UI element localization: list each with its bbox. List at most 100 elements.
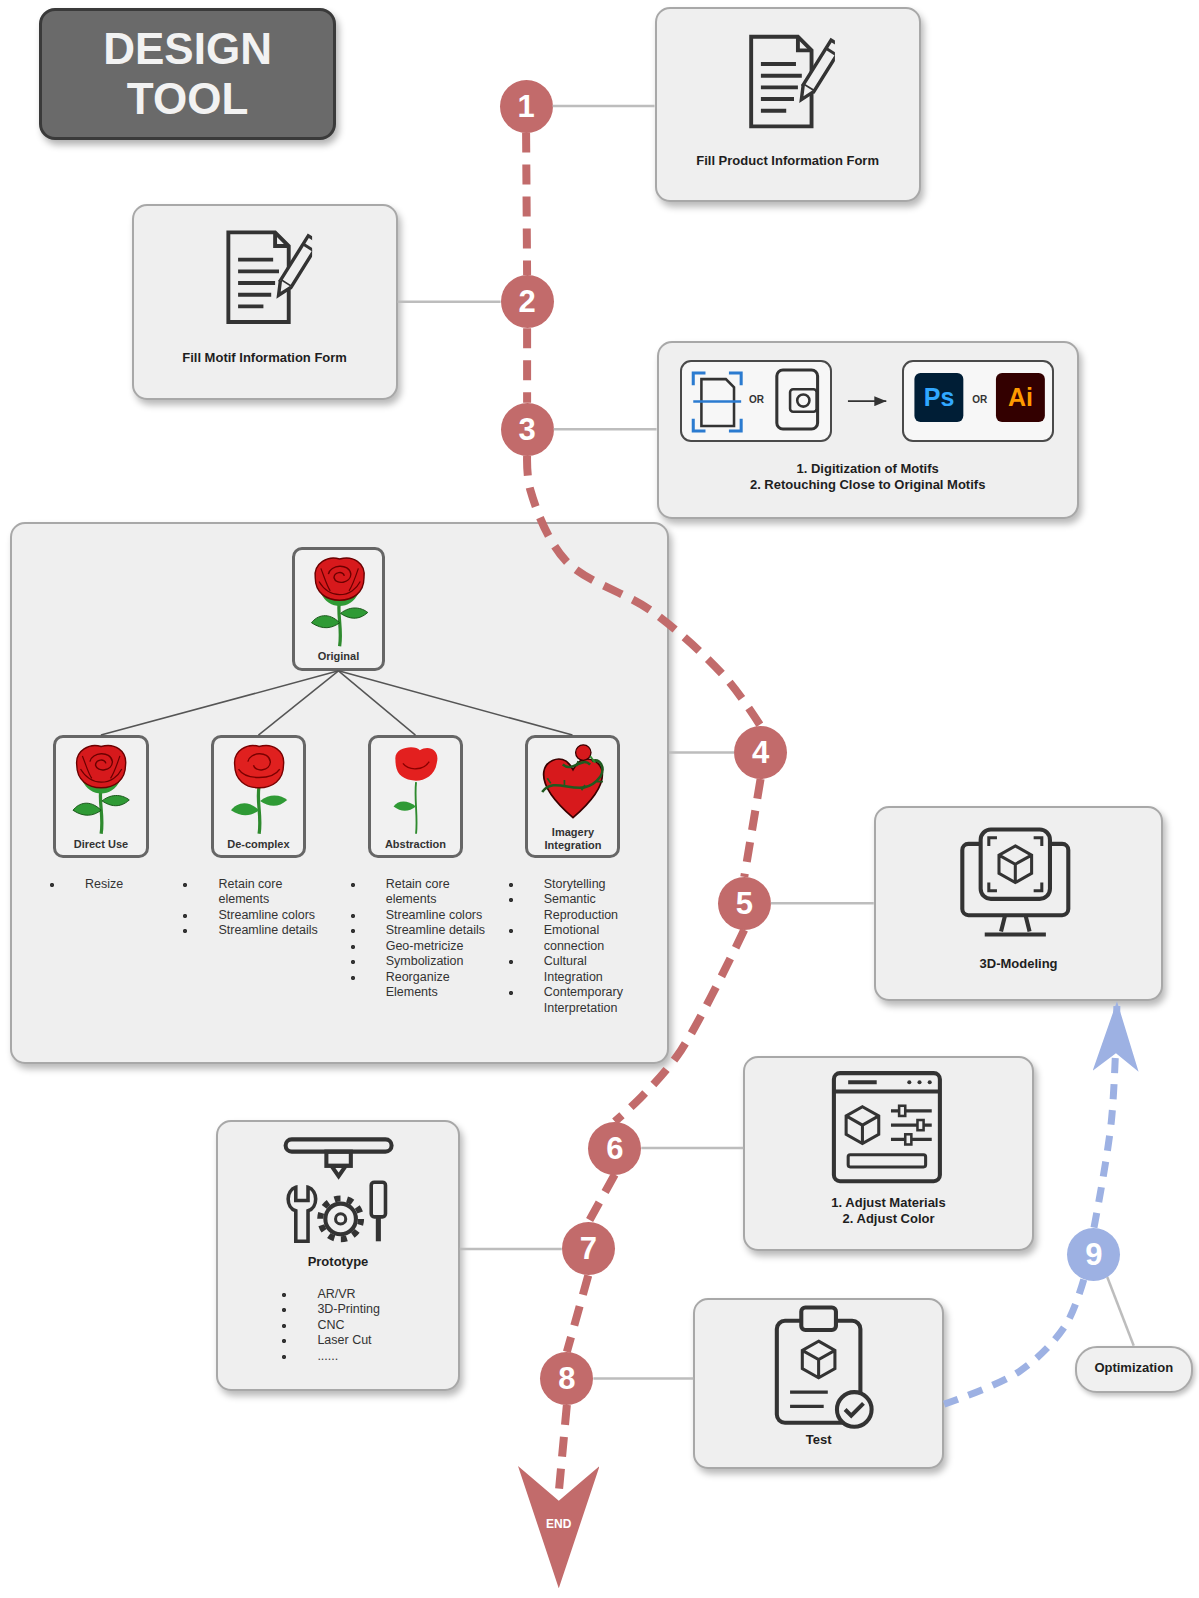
- scan-icon: [693, 400, 741, 403]
- modeling-icon: [981, 830, 1050, 899]
- bullet-item: 3D-Printing: [281, 1302, 444, 1318]
- bullet-item: Retain core elements: [182, 877, 330, 908]
- variant-label-group: Imagery Integration: [532, 826, 614, 852]
- test-icon: [790, 1392, 828, 1406]
- leader-line: [460, 1248, 562, 1251]
- step-number-group: 8: [540, 1352, 593, 1405]
- step-label-group: 3D-Modeling: [874, 956, 1164, 972]
- test-icon: [802, 1341, 835, 1378]
- step-number-group: 3: [501, 403, 554, 456]
- step-circle: 6: [588, 1122, 641, 1175]
- test-icon: [777, 1308, 872, 1427]
- end-label-group: END: [518, 1517, 600, 1531]
- step-number-group: 4: [734, 726, 787, 779]
- step-number: 4: [752, 737, 769, 768]
- step-number-group: 1: [500, 80, 553, 133]
- bullet-item-group: AR/VR3D-PrintingCNCLaser Cut......: [281, 1287, 444, 1365]
- step-label: 1. Digitization of Motifs: [657, 461, 1079, 477]
- flow-connector: [527, 456, 761, 726]
- rose-illustration: [73, 558, 603, 834]
- bullet-item: Retain core elements: [350, 877, 498, 908]
- step-circle: 1: [500, 80, 553, 133]
- rose-illustration: [311, 558, 367, 646]
- step-number: 5: [736, 888, 753, 919]
- adjust-icon: [891, 1111, 932, 1140]
- title-text: DESIGN TOOL: [68, 24, 308, 124]
- bullet-item-group: Retain core elementsStreamline colorsStr…: [350, 877, 498, 1001]
- adjust-icon: [905, 1134, 911, 1144]
- variant-label-group: Direct Use: [53, 838, 149, 851]
- prototype-icon: [286, 1139, 392, 1151]
- adjust-icon: [928, 1080, 932, 1084]
- app-icon: [914, 373, 1044, 422]
- flow-connector: [615, 930, 744, 1122]
- step-box: Fill Motif Information Form: [132, 204, 398, 400]
- adjust-icon: [917, 1080, 921, 1084]
- step-circle: 2: [501, 275, 554, 328]
- end-arrow: END: [518, 1466, 600, 1588]
- bullet-item: Resize: [49, 877, 163, 893]
- prototype-icon: [286, 1139, 392, 1241]
- or-label: OR: [963, 394, 996, 406]
- flow-connector: [523, 328, 531, 402]
- form-label-group: Fill Motif Information Form: [132, 350, 398, 366]
- leader-line: [1107, 1277, 1134, 1346]
- rose-illustration: [542, 745, 603, 818]
- variant-label: Imagery Integration: [532, 826, 614, 852]
- modeling-icon: [999, 846, 1032, 883]
- motif-panel: OriginalDirect UseDe-complexAbstractionI…: [10, 522, 669, 1064]
- modeling-icon: [962, 844, 1068, 915]
- feedback-connector: [944, 1279, 1084, 1404]
- phone-icon: [797, 394, 809, 406]
- adjust-icon: [917, 1120, 923, 1130]
- step-number-group: 5: [718, 877, 771, 930]
- bullet-item: Storytelling: [508, 877, 646, 893]
- step-box: PrototypeAR/VR3D-PrintingCNCLaser Cut...…: [216, 1120, 460, 1390]
- leader-line: [553, 105, 655, 108]
- bullet-item: Streamline details: [182, 923, 330, 939]
- adjust-icon: [848, 1155, 925, 1167]
- test-icon: [837, 1392, 872, 1427]
- or-label: OR: [740, 394, 773, 406]
- leader-line: [771, 902, 874, 905]
- end-arrow-shape: [518, 1466, 600, 1588]
- bullet-item-group: Retain core elementsStreamline colorsStr…: [182, 877, 330, 939]
- motif-variant-box: Direct Use: [53, 735, 149, 858]
- step-label-group: 1. Adjust Materials2. Adjust Color: [743, 1195, 1034, 1227]
- test-icon: [801, 1308, 836, 1330]
- bullet-item: ......: [281, 1349, 444, 1365]
- or-label-group: OR: [740, 394, 773, 406]
- motif-variant-box: De-complex: [211, 735, 306, 858]
- step-label-group: Test: [693, 1432, 944, 1448]
- motif-variant-box: Abstraction: [368, 735, 463, 858]
- prototype-icon: [376, 1217, 381, 1241]
- leader-line: [593, 1377, 693, 1380]
- step-number: 9: [1085, 1239, 1102, 1270]
- adjust-icon: [846, 1107, 879, 1144]
- step-number: 3: [518, 414, 535, 445]
- variant-label-group: Abstraction: [368, 838, 463, 851]
- step-number: 7: [580, 1233, 597, 1264]
- tree-line: [101, 671, 339, 735]
- step-label: Optimization: [1075, 1360, 1193, 1376]
- prototype-icon: [371, 1182, 385, 1217]
- step-number: 2: [518, 286, 535, 317]
- step-label: 2. Retouching Close to Original Motifs: [657, 477, 1079, 493]
- modeling-icon: [985, 915, 1046, 934]
- input-box: OR: [680, 360, 832, 443]
- phone-icon: [790, 389, 816, 411]
- app-icon: [996, 373, 1045, 422]
- form-icon: [751, 37, 842, 127]
- optimization-box: Optimization: [1075, 1346, 1193, 1393]
- arrow-connector: [848, 400, 886, 402]
- bullet-item: CNC: [281, 1318, 444, 1334]
- variant-label-group: De-complex: [211, 838, 306, 851]
- step-circle: 3: [501, 403, 554, 456]
- step-number-group: 9: [1067, 1228, 1120, 1281]
- prototype-icon: [320, 1199, 361, 1240]
- app-label: Ai: [996, 379, 1045, 415]
- step-label: Prototype: [216, 1254, 460, 1270]
- rose-illustration: [73, 746, 129, 834]
